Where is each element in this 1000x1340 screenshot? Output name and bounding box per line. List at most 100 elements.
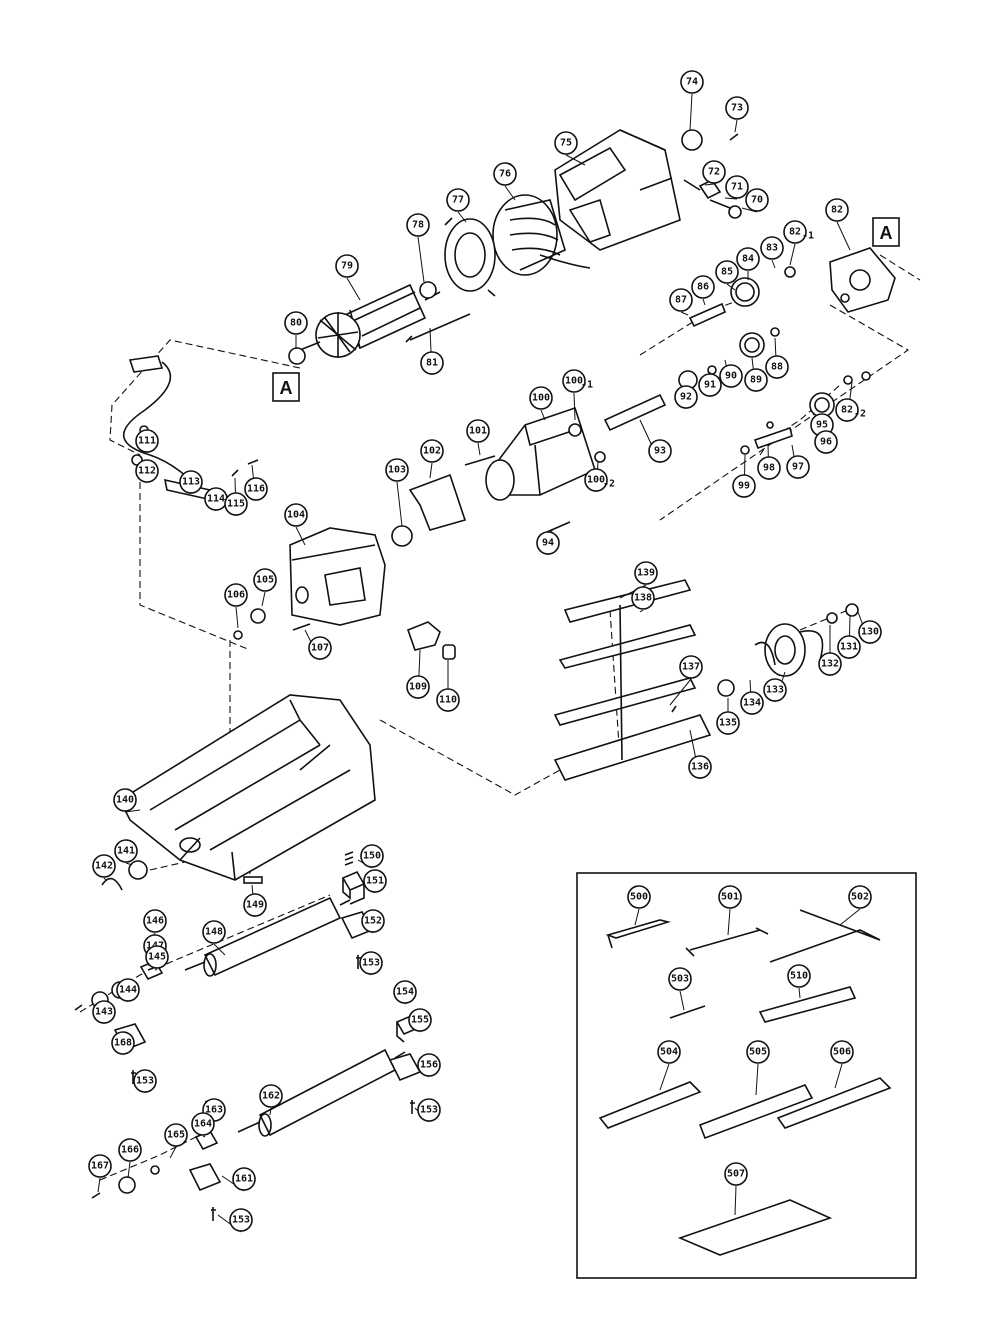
part-callout[interactable]: 96 <box>814 430 838 454</box>
part-callout[interactable]: 84 <box>736 247 760 271</box>
part-callout[interactable]: 97 <box>786 455 810 479</box>
part-callout[interactable]: 75 <box>554 131 578 155</box>
part-callout[interactable]: 76 <box>493 162 517 186</box>
callout-number: 73 <box>731 103 743 114</box>
part-callout[interactable]: 135 <box>716 711 740 735</box>
part-callout[interactable]: 103 <box>385 458 409 482</box>
part-callout[interactable]: 153 <box>359 951 383 975</box>
part-callout[interactable]: 107 <box>308 636 332 660</box>
part-callout[interactable]: 71 <box>725 175 749 199</box>
part-callout[interactable]: 111 <box>135 429 159 453</box>
part-callout[interactable]: 73 <box>725 96 749 120</box>
part-callout[interactable]: 70 <box>745 188 769 212</box>
part-callout[interactable]: 506 <box>830 1040 854 1064</box>
part-callout[interactable]: 102 <box>420 439 444 463</box>
part-callout[interactable]: 150 <box>360 844 384 868</box>
part-callout[interactable]: 154 <box>393 980 417 1004</box>
part-callout[interactable]: 162 <box>259 1084 283 1108</box>
part-callout[interactable]: 166 <box>118 1138 142 1162</box>
part-callout[interactable]: 92 <box>674 385 698 409</box>
part-callout[interactable]: 146 <box>143 909 167 933</box>
part-callout[interactable]: 105 <box>253 568 277 592</box>
part-callout[interactable]: 90 <box>719 364 743 388</box>
part-callout[interactable]: 507 <box>724 1162 748 1186</box>
part-callout[interactable]: 81 <box>420 351 444 375</box>
part-callout[interactable]: 148 <box>202 920 226 944</box>
part-callout[interactable]: 91 <box>698 373 722 397</box>
part-callout[interactable]: 500 <box>627 885 651 909</box>
part-callout[interactable]: 502 <box>848 885 872 909</box>
part-callout[interactable]: 133 <box>763 678 787 702</box>
part-callout[interactable]: 131 <box>837 635 861 659</box>
callout-suffix: -1 <box>802 231 814 242</box>
part-callout[interactable]: 153 <box>133 1069 157 1093</box>
part-callout[interactable]: 168 <box>111 1031 135 1055</box>
part-callout[interactable]: 161 <box>232 1167 256 1191</box>
part-callout[interactable]: 145 <box>145 945 169 969</box>
part-callout[interactable]: 142 <box>92 854 116 878</box>
callout-number: 78 <box>412 220 424 231</box>
part-callout[interactable]: 82-2 <box>835 398 866 422</box>
part-callout[interactable]: 153 <box>417 1098 441 1122</box>
part-callout[interactable]: 106 <box>224 583 248 607</box>
part-callout[interactable]: 100-2 <box>584 468 615 492</box>
part-callout[interactable]: 164 <box>191 1112 215 1136</box>
part-callout[interactable]: 82 <box>825 198 849 222</box>
part-callout[interactable]: 109 <box>406 675 430 699</box>
part-callout[interactable]: 80 <box>284 311 308 335</box>
part-callout[interactable]: 83 <box>760 236 784 260</box>
part-callout[interactable]: 139 <box>634 561 658 585</box>
part-callout[interactable]: 504 <box>657 1040 681 1064</box>
part-callout[interactable]: 100 <box>529 386 553 410</box>
part-callout[interactable]: 501 <box>718 885 742 909</box>
part-callout[interactable]: 110 <box>436 688 460 712</box>
part-callout[interactable]: 88 <box>765 355 789 379</box>
part-callout[interactable]: 98 <box>757 456 781 480</box>
part-callout[interactable]: 87 <box>669 288 693 312</box>
part-callout[interactable]: 112 <box>135 459 159 483</box>
part-callout[interactable]: 86 <box>691 275 715 299</box>
part-callout[interactable]: 74 <box>680 70 704 94</box>
part-callout[interactable]: 79 <box>335 254 359 278</box>
part-callout[interactable]: 99 <box>732 474 756 498</box>
part-callout[interactable]: 143 <box>92 1000 116 1024</box>
part-callout[interactable]: 510 <box>787 964 811 988</box>
part-callout[interactable]: 152 <box>361 909 385 933</box>
part-callout[interactable]: 77 <box>446 188 470 212</box>
part-callout[interactable]: 116 <box>244 477 268 501</box>
part-callout[interactable]: 113 <box>179 470 203 494</box>
part-callout[interactable]: 505 <box>746 1040 770 1064</box>
part-callout[interactable]: 104 <box>284 503 308 527</box>
callout-circle <box>763 678 787 702</box>
part-callout[interactable]: 165 <box>164 1123 188 1147</box>
part-callout[interactable]: 141 <box>114 839 138 863</box>
part-callout[interactable]: 89 <box>744 368 768 392</box>
part-callout[interactable]: 153 <box>229 1208 253 1232</box>
part-callout[interactable]: 115 <box>224 492 248 516</box>
part-callout[interactable]: 137 <box>679 655 703 679</box>
part-callout[interactable]: 149 <box>243 893 267 917</box>
part-callout[interactable]: 151 <box>363 869 387 893</box>
part-callout[interactable]: 93 <box>648 439 672 463</box>
part-callout[interactable]: 78 <box>406 213 430 237</box>
part-callout[interactable]: 72 <box>702 160 726 184</box>
part-callout[interactable]: 82-1 <box>783 220 814 244</box>
part-callout[interactable]: 101 <box>466 419 490 443</box>
part-callout[interactable]: 138 <box>631 586 655 610</box>
part-callout[interactable]: 167 <box>88 1154 112 1178</box>
part-callout[interactable]: 140 <box>113 788 137 812</box>
part-callout[interactable]: 114 <box>204 487 228 511</box>
part-callout[interactable]: 155 <box>408 1008 432 1032</box>
part-callout[interactable]: 132 <box>818 652 842 676</box>
part-callout[interactable]: 503 <box>668 967 692 991</box>
part-callout[interactable]: 94 <box>536 531 560 555</box>
part-callout[interactable]: 85 <box>715 260 739 284</box>
part-callout[interactable]: 100-1 <box>562 369 593 393</box>
part-callout[interactable]: 136 <box>688 755 712 779</box>
callout-circle <box>179 470 203 494</box>
part-callout[interactable]: 144 <box>116 978 140 1002</box>
part-callout[interactable]: 134 <box>740 691 764 715</box>
part-callout[interactable]: 156 <box>417 1053 441 1077</box>
callout-number: 106 <box>227 590 245 601</box>
part-callout[interactable]: 130 <box>858 620 882 644</box>
